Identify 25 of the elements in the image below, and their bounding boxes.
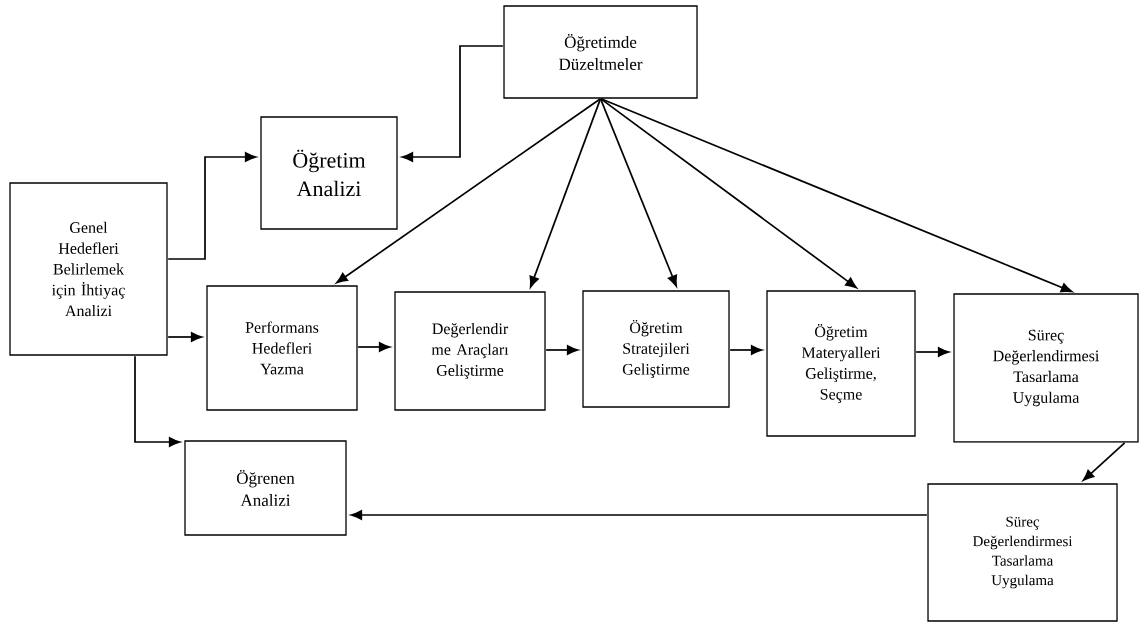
arrow xyxy=(529,98,602,288)
process-box: Öğretimde Düzeltmeler xyxy=(503,5,698,99)
arrow xyxy=(599,98,678,287)
arrow xyxy=(915,347,950,357)
process-box: Genel Hedefleri Belirlemek için İhtiyaç Analizi xyxy=(9,182,168,356)
arrow xyxy=(167,152,257,260)
process-box: Öğrenen Analizi xyxy=(184,440,347,536)
arrow xyxy=(1082,442,1126,481)
arrow xyxy=(545,345,579,355)
arrow xyxy=(357,342,391,352)
process-box: Süreç Değerlendirmesi Tasarlama Uygulama xyxy=(927,483,1118,622)
process-box: Süreç Değerlendirmesi Tasarlama Uygulama xyxy=(953,293,1139,443)
process-box: Performans Hedefleri Yazma xyxy=(206,285,358,411)
arrow xyxy=(600,98,1073,293)
arrow xyxy=(600,98,857,289)
process-box: Öğretim Analizi xyxy=(260,116,398,230)
process-box: Öğretim Materyalleri Geliştirme, Seçme xyxy=(766,290,916,437)
process-box: Değerlendir me Araçları Geliştirme xyxy=(394,291,546,411)
arrow xyxy=(729,345,763,355)
arrow xyxy=(350,510,928,520)
arrow xyxy=(134,355,181,447)
process-box: Öğretim Stratejileri Geliştirme xyxy=(582,290,730,408)
arrow xyxy=(167,332,203,342)
arrow xyxy=(336,98,601,284)
arrow xyxy=(401,45,504,162)
